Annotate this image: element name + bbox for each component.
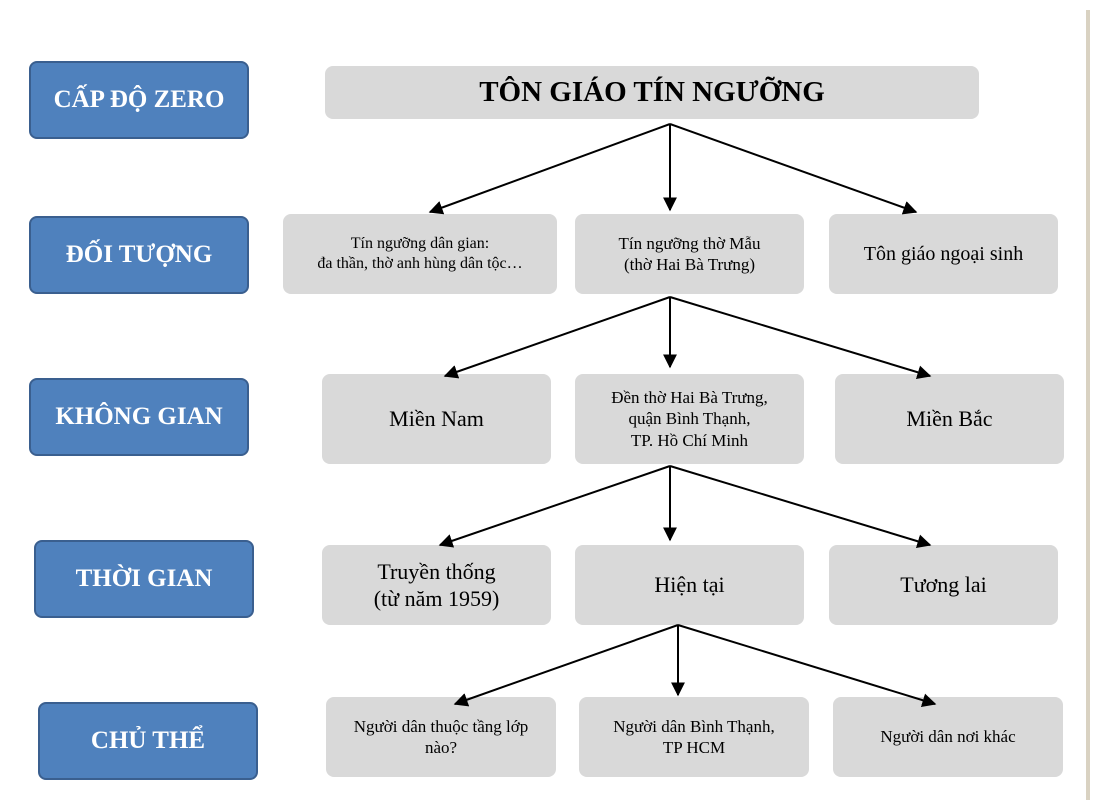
node-line: Đền thờ Hai Bà Trưng, — [611, 388, 768, 408]
node-line: Người dân Bình Thạnh, — [613, 716, 775, 736]
node-line: quận Bình Thạnh, — [628, 409, 751, 429]
node-line: (từ năm 1959) — [373, 586, 500, 611]
node-line: Tín ngưỡng dân gian: — [350, 235, 490, 252]
arrow-thoi-gian-to-chu-the-1 — [453, 624, 679, 707]
node-line: Truyền thống — [377, 558, 496, 584]
node-line: Miền Nam — [389, 406, 484, 432]
node-line: Tín ngưỡng thờ Mẫu — [618, 233, 761, 253]
khong-gian-node-1: Miền Nam — [322, 374, 551, 464]
arrow-khong-gian-to-thoi-gian-3 — [669, 465, 932, 549]
node-line: Hiện tại — [654, 572, 725, 598]
chu-the-node-1: Người dân thuộc tầng lớp nào? — [326, 697, 556, 777]
chu-the-node-2: Người dân Bình Thạnh, TP HCM — [579, 697, 809, 777]
page-edge-rule — [1086, 10, 1090, 800]
khong-gian-node-2: Đền thờ Hai Bà Trưng, quận Bình Thạnh, T… — [575, 374, 804, 464]
doi-tuong-node-2: Tín ngưỡng thờ Mẫu (thờ Hai Bà Trưng) — [575, 214, 804, 294]
node-line: đa thần, thờ anh hùng dân tộc… — [317, 255, 523, 272]
thoi-gian-node-3: Tương lai — [829, 545, 1058, 625]
chu-the-node-3: Người dân nơi khác — [833, 697, 1063, 777]
node-line: Tương lai — [900, 572, 987, 598]
doi-tuong-node-3: Tôn giáo ngoại sinh — [829, 214, 1058, 294]
arrow-khong-gian-to-thoi-gian-1 — [438, 465, 671, 548]
thoi-gian-node-1: Truyền thống (từ năm 1959) — [322, 545, 551, 625]
arrow-root-to-doi-tuong-3 — [669, 123, 918, 215]
arrow-root-to-doi-tuong-1 — [428, 123, 671, 215]
doi-tuong-node-1: Tín ngưỡng dân gian: đa thần, thờ anh hù… — [283, 214, 557, 294]
arrow-doi-tuong-to-khong-gian-1 — [443, 296, 671, 379]
level-chu-the: CHỦ THỂ — [38, 702, 258, 780]
node-line: Người dân thuộc tầng lớp — [353, 716, 529, 736]
node-line: nào? — [424, 738, 458, 757]
level-cap-do-zero: CẤP ĐỘ ZERO — [29, 61, 249, 139]
thoi-gian-node-2: Hiện tại — [575, 545, 804, 625]
node-line: (thờ Hai Bà Trưng) — [623, 255, 756, 274]
node-line: Tôn giáo ngoại sinh — [863, 242, 1024, 265]
root-label: TÔN GIÁO TÍN NGƯỠNG — [479, 76, 825, 109]
node-line: Người dân nơi khác — [880, 727, 1016, 747]
level-thoi-gian: THỜI GIAN — [34, 540, 254, 618]
arrow-doi-tuong-to-khong-gian-3 — [669, 296, 932, 380]
node-line: TP HCM — [662, 738, 726, 757]
arrow-thoi-gian-to-chu-the-3 — [677, 624, 937, 707]
khong-gian-node-3: Miền Bắc — [835, 374, 1064, 464]
level-doi-tuong: ĐỐI TƯỢNG — [29, 216, 249, 294]
root-node: TÔN GIÁO TÍN NGƯỠNG — [325, 66, 979, 119]
node-line: Miền Bắc — [906, 406, 993, 432]
node-line: TP. Hồ Chí Minh — [630, 430, 749, 450]
level-khong-gian: KHÔNG GIAN — [29, 378, 249, 456]
